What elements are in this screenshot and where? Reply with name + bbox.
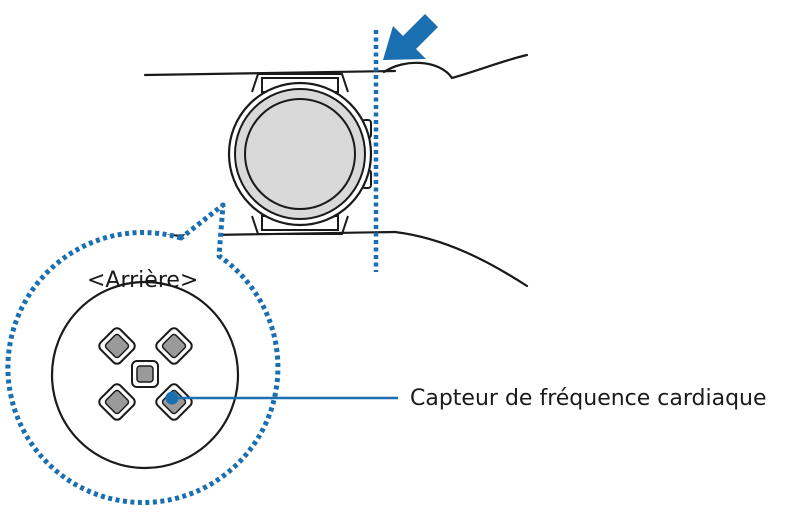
heart-rate-sensor-label: Capteur de fréquence cardiaque: [410, 386, 767, 411]
arrow-icon: [383, 14, 438, 60]
sensor-diamond-top-left: [98, 327, 136, 365]
sensor-leader-dot: [165, 391, 179, 405]
diamond-sensor-icon: [98, 327, 193, 421]
arm-bottom-line: [393, 230, 529, 288]
wrist-bone-bump: [382, 61, 454, 80]
watch-band-top-inner: [251, 73, 349, 93]
arm-top-line: [450, 53, 529, 80]
watch-screen: [244, 98, 356, 210]
back-view-callout: [5, 202, 398, 505]
sensor-diamond-top-right: [155, 327, 193, 365]
watch-band-bottom-inner: [251, 215, 349, 235]
sensor-center-square: [131, 360, 159, 388]
back-view-label: <Arrière>: [87, 268, 199, 293]
sensor-diamond-bottom-left: [98, 383, 136, 421]
watch-side-view: [227, 73, 373, 235]
